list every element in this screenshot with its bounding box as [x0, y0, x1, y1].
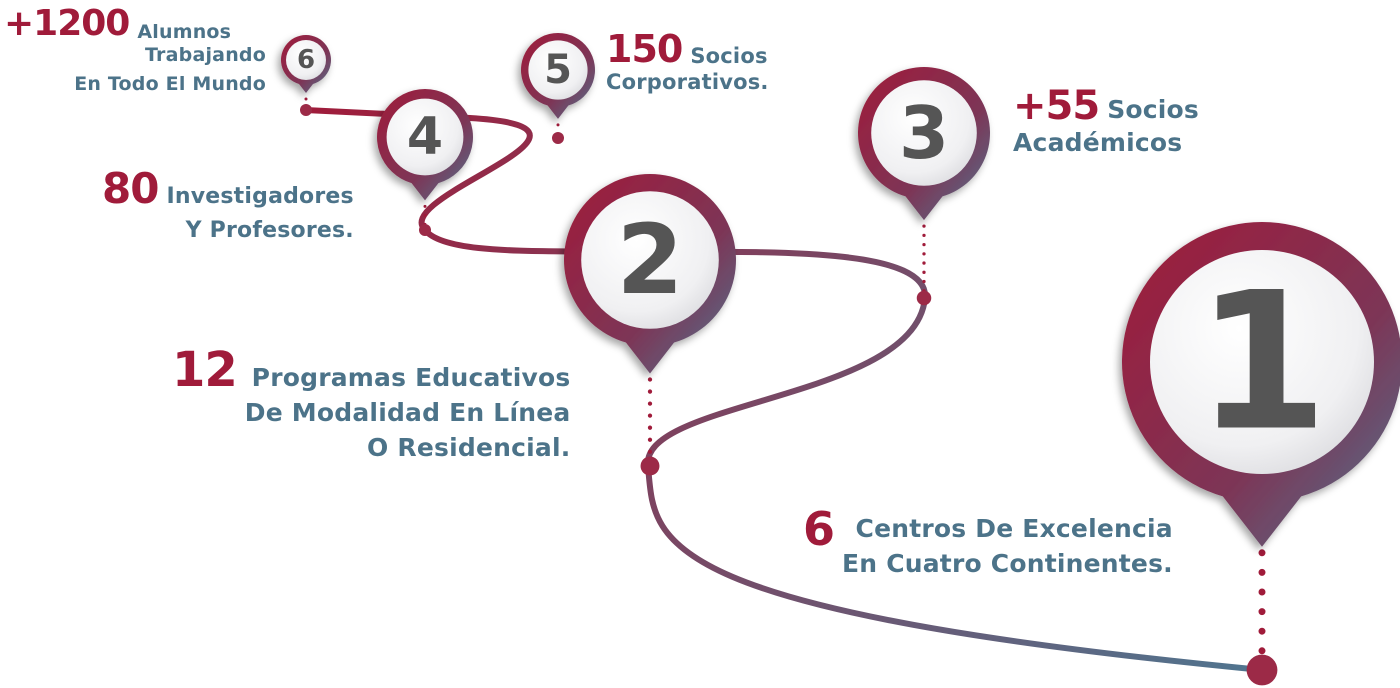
milestone-4-stat: 80 Investigadores Y Profesores.: [102, 168, 354, 248]
milestone-3-value: +55: [1013, 83, 1100, 129]
pin-2-number: 2: [617, 204, 684, 316]
milestone-2-value: 12: [172, 342, 238, 398]
anchor-dot-2: [640, 456, 660, 476]
anchor-dot-1: [1246, 654, 1278, 686]
pin-1: 1: [1122, 222, 1400, 547]
dotted-connectors: [300, 97, 1278, 686]
milestone-3-stat: +55 Socios Académicos: [1013, 86, 1199, 160]
pin-4: 4: [376, 88, 474, 201]
pin-4-number: 4: [407, 107, 443, 167]
milestone-5-value: 150: [606, 27, 683, 71]
milestone-6-line-3: En Todo El Mundo: [74, 73, 266, 95]
milestone-1-stat: 6 Centros De Excelencia En Cuatro Contin…: [803, 506, 1173, 581]
milestone-3-line-1: Socios: [1107, 95, 1200, 124]
anchor-dot-4: [419, 224, 431, 236]
milestone-4-line-1: Investigadores: [166, 184, 354, 209]
pin-3: 3: [858, 67, 990, 221]
milestone-6-line-1: Alumnos: [137, 21, 232, 43]
pin-5-face: [528, 40, 588, 100]
milestone-pins: 1 2 3 4 5 6: [280, 32, 1400, 547]
milestone-5-line-2: Corporativos.: [606, 70, 769, 94]
anchor-dot-3: [916, 290, 932, 306]
pin-3-face: [871, 80, 977, 186]
milestone-2-line-2: De Modalidad En Línea: [244, 398, 571, 427]
anchor-dot-6: [300, 104, 312, 116]
pin-6-face: [286, 40, 326, 80]
milestone-2-stat: 12 Programas Educativos De Modalidad En …: [172, 346, 570, 465]
route-line: [302, 107, 1265, 673]
milestone-1-line-2: En Cuatro Continentes.: [842, 549, 1173, 578]
anchor-dot-5: [552, 132, 564, 144]
pin-3-number: 3: [899, 91, 949, 175]
milestone-2-line-1: Programas Educativos: [251, 363, 571, 392]
milestone-1-line-1: Centros De Excelencia: [855, 514, 1173, 543]
pin-2-face: [581, 191, 719, 329]
milestone-2-line-3: O Residencial.: [367, 433, 571, 462]
milestone-5-line-1: Socios: [690, 44, 768, 68]
pin-2: 2: [564, 173, 736, 374]
milestone-1-value: 6: [803, 502, 835, 556]
pin-6: 6: [280, 34, 331, 93]
pin-1-face: [1150, 250, 1374, 474]
milestone-6-line-2: Trabajando: [144, 44, 266, 66]
milestone-4-line-2: Y Profesores.: [185, 218, 354, 243]
milestone-6-value: +1200: [4, 3, 130, 44]
milestone-5-stat: 150 Socios Corporativos.: [606, 30, 769, 97]
milestone-4-value: 80: [102, 164, 159, 213]
pin-1-number: 1: [1196, 252, 1328, 473]
milestone-6-stat: +1200 Alumnos Trabajando En Todo El Mund…: [4, 6, 266, 99]
pin-4-face: [386, 98, 464, 176]
pin-5: 5: [521, 32, 596, 119]
milestone-3-line-2: Académicos: [1013, 128, 1183, 157]
pin-5-number: 5: [544, 47, 572, 93]
pin-6-number: 6: [297, 45, 315, 75]
